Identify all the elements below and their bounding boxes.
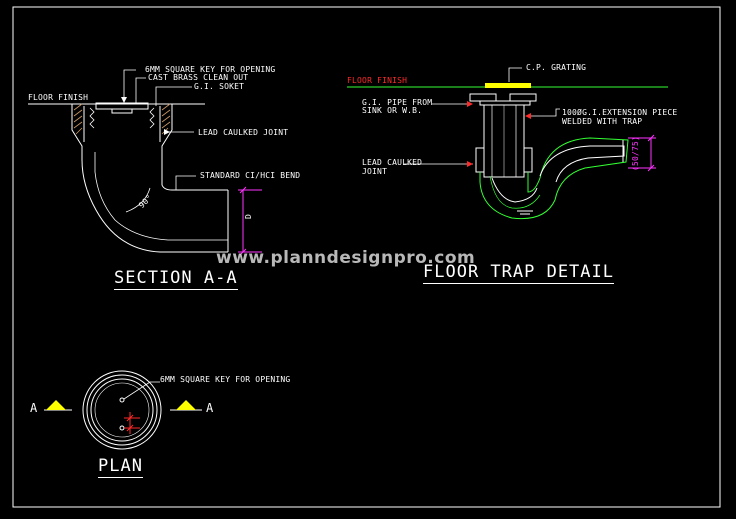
section-socket-label: G.I. SOKET — [194, 82, 245, 91]
trap-caulked-label-1: LEAD CAULKED — [362, 158, 423, 167]
section-floor-finish-label: FLOOR FINISH — [28, 93, 89, 102]
trap-extension-label-2: WELDED WITH TRAP — [562, 117, 643, 126]
floor-trap-drawing — [347, 67, 668, 220]
trap-dim-label: (50/75) — [631, 135, 641, 172]
trap-pipe-label-1: G.I. PIPE FROM — [362, 98, 433, 107]
section-title: SECTION A-A — [114, 268, 238, 290]
section-cleanout-label: CAST BRASS CLEAN OUT — [148, 73, 249, 82]
section-dim-label: D — [244, 213, 254, 220]
drawing-frame — [12, 6, 721, 508]
plan-key-label: 6MM SQUARE KEY FOR OPENING — [160, 375, 291, 384]
plan-title: PLAN — [98, 456, 143, 478]
plan-drawing — [44, 370, 202, 450]
trap-grating-label: C.P. GRATING — [526, 63, 587, 72]
section-a-a-drawing — [28, 69, 262, 256]
plan-marker-right: A — [206, 401, 214, 415]
plan-marker-left: A — [30, 401, 38, 415]
trap-floor-finish-label: FLOOR FINISH — [347, 76, 408, 85]
watermark-text: www.planndesignpro.com — [216, 248, 476, 268]
trap-extension-label-1: 100ØG.I.EXTENSION PIECE — [562, 108, 678, 117]
trap-caulked-label-2: JOINT — [362, 167, 388, 176]
trap-pipe-label-2: SINK OR W.B. — [362, 106, 423, 115]
trap-title: FLOOR TRAP DETAIL — [423, 262, 614, 284]
section-caulked-label: LEAD CAULKED JOINT — [198, 128, 289, 137]
section-bend-label: STANDARD CI/HCI BEND — [200, 171, 301, 180]
section-key-label: 6MM SQUARE KEY FOR OPENING — [145, 65, 276, 74]
